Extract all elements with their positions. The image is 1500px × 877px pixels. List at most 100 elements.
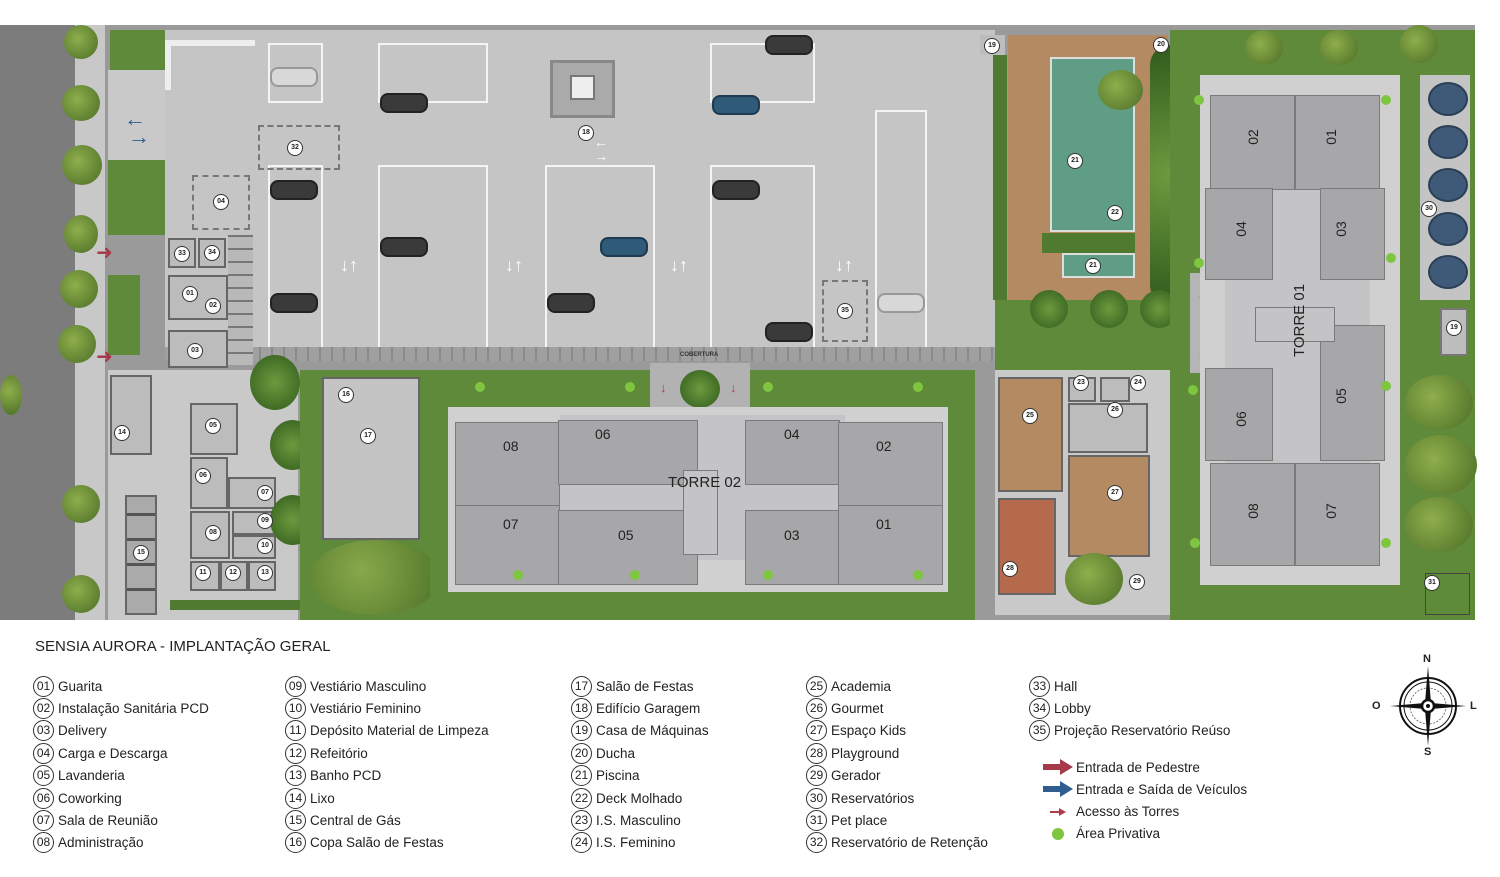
- restroom-female: [1100, 377, 1130, 402]
- compass-rose: N S O L: [1372, 653, 1478, 758]
- tower-02-unit: [558, 420, 698, 485]
- reservoir-tank: [1428, 212, 1468, 246]
- marker-15[interactable]: 15: [133, 545, 149, 561]
- marker-04[interactable]: 04: [213, 194, 229, 210]
- marker-18[interactable]: 18: [578, 125, 594, 141]
- marker-20[interactable]: 20: [1153, 37, 1169, 53]
- marker-02[interactable]: 02: [205, 298, 221, 314]
- parking-space: [378, 43, 488, 103]
- hedge: [170, 600, 410, 610]
- guard-room: [168, 275, 228, 320]
- private-area-dot: [763, 382, 773, 392]
- car: [765, 35, 813, 55]
- legend-label: Salão de Festas: [596, 678, 694, 694]
- parking-space: [545, 165, 655, 355]
- tree: [1405, 497, 1473, 552]
- marker-32[interactable]: 32: [287, 140, 303, 156]
- legend-number: 23: [571, 810, 592, 832]
- legend-number: 06: [33, 787, 54, 809]
- palm-tree: [680, 370, 720, 408]
- key-private-area: Área Privativa: [1040, 826, 1160, 841]
- marker-33[interactable]: 33: [174, 246, 190, 262]
- legend-label: I.S. Feminino: [596, 835, 676, 851]
- unit-label: 08: [503, 438, 519, 454]
- private-area-dot: [913, 382, 923, 392]
- marker-22[interactable]: 22: [1107, 205, 1123, 221]
- marker-09[interactable]: 09: [257, 513, 273, 529]
- marker-05[interactable]: 05: [205, 418, 221, 434]
- marker-35[interactable]: 35: [837, 303, 853, 319]
- tree: [1320, 30, 1358, 65]
- marker-01[interactable]: 01: [182, 286, 198, 302]
- tower-02-unit: [838, 505, 943, 585]
- legend-label: Vestiário Masculino: [310, 678, 427, 694]
- marker-27[interactable]: 27: [1107, 485, 1123, 501]
- marker-03[interactable]: 03: [187, 343, 203, 359]
- marker-16[interactable]: 16: [338, 387, 354, 403]
- tower-01-unit: [1205, 188, 1273, 280]
- legend-number: 21: [571, 765, 592, 787]
- legend-label: Vestiário Feminino: [310, 701, 422, 717]
- traffic-direction-icon: ←→: [594, 134, 608, 164]
- marker-23[interactable]: 23: [1073, 375, 1089, 391]
- legend-number: 30: [806, 787, 827, 809]
- garage-wall: [165, 40, 255, 46]
- private-area-dot: [1194, 258, 1204, 268]
- marker-14[interactable]: 14: [114, 425, 130, 441]
- marker-21[interactable]: 21: [1067, 153, 1083, 169]
- marker-07[interactable]: 07: [257, 485, 273, 501]
- legend-number: 26: [806, 698, 827, 720]
- plan-title: SENSIA AURORA - IMPLANTAÇÃO GERAL: [35, 638, 331, 655]
- marker-13[interactable]: 13: [257, 565, 273, 581]
- key-label: Entrada de Pedestre: [1076, 759, 1200, 775]
- legend-label: I.S. Masculino: [596, 813, 681, 829]
- marker-17[interactable]: 17: [360, 428, 376, 444]
- pedestrian-entry-arrow-icon: ➜: [96, 242, 113, 264]
- marker-25[interactable]: 25: [1022, 408, 1038, 424]
- marker-21b[interactable]: 21: [1085, 258, 1101, 274]
- marker-10[interactable]: 10: [257, 538, 273, 554]
- marker-24[interactable]: 24: [1130, 375, 1146, 391]
- marker-29[interactable]: 29: [1129, 574, 1145, 590]
- legend-number: 10: [285, 698, 306, 720]
- marker-19b[interactable]: 19: [1446, 320, 1462, 336]
- marker-11[interactable]: 11: [195, 565, 211, 581]
- delivery-room: [168, 330, 228, 368]
- marker-06[interactable]: 06: [195, 468, 211, 484]
- legend-number: 35: [1029, 720, 1050, 742]
- traffic-direction-icon: ↓↑: [340, 255, 358, 275]
- unit-label: 03: [1332, 221, 1349, 237]
- car: [712, 95, 760, 115]
- legend-label: Ducha: [596, 745, 636, 761]
- pedestrian-entry-arrow-icon: ➜: [96, 346, 113, 368]
- legend-number: 05: [33, 765, 54, 787]
- party-hall: [322, 377, 420, 540]
- marker-19[interactable]: 19: [984, 38, 1000, 54]
- planter: [108, 160, 165, 235]
- marker-28[interactable]: 28: [1002, 561, 1018, 577]
- legend-label: Academia: [831, 678, 892, 694]
- marker-30[interactable]: 30: [1421, 201, 1437, 217]
- vehicle-exit-arrow-icon: ←: [124, 106, 146, 131]
- marker-12[interactable]: 12: [225, 565, 241, 581]
- car: [877, 293, 925, 313]
- marker-26[interactable]: 26: [1107, 402, 1123, 418]
- car: [270, 67, 318, 87]
- marker-08[interactable]: 08: [205, 525, 221, 541]
- legend-label: Central de Gás: [310, 813, 401, 829]
- tower-02-unit: [745, 510, 840, 585]
- marker-31[interactable]: 31: [1424, 575, 1440, 591]
- cover-label: COBERTURA: [680, 352, 719, 358]
- loading-area: [192, 175, 250, 230]
- tower-01-unit: [1295, 95, 1380, 190]
- marker-34[interactable]: 34: [204, 245, 220, 261]
